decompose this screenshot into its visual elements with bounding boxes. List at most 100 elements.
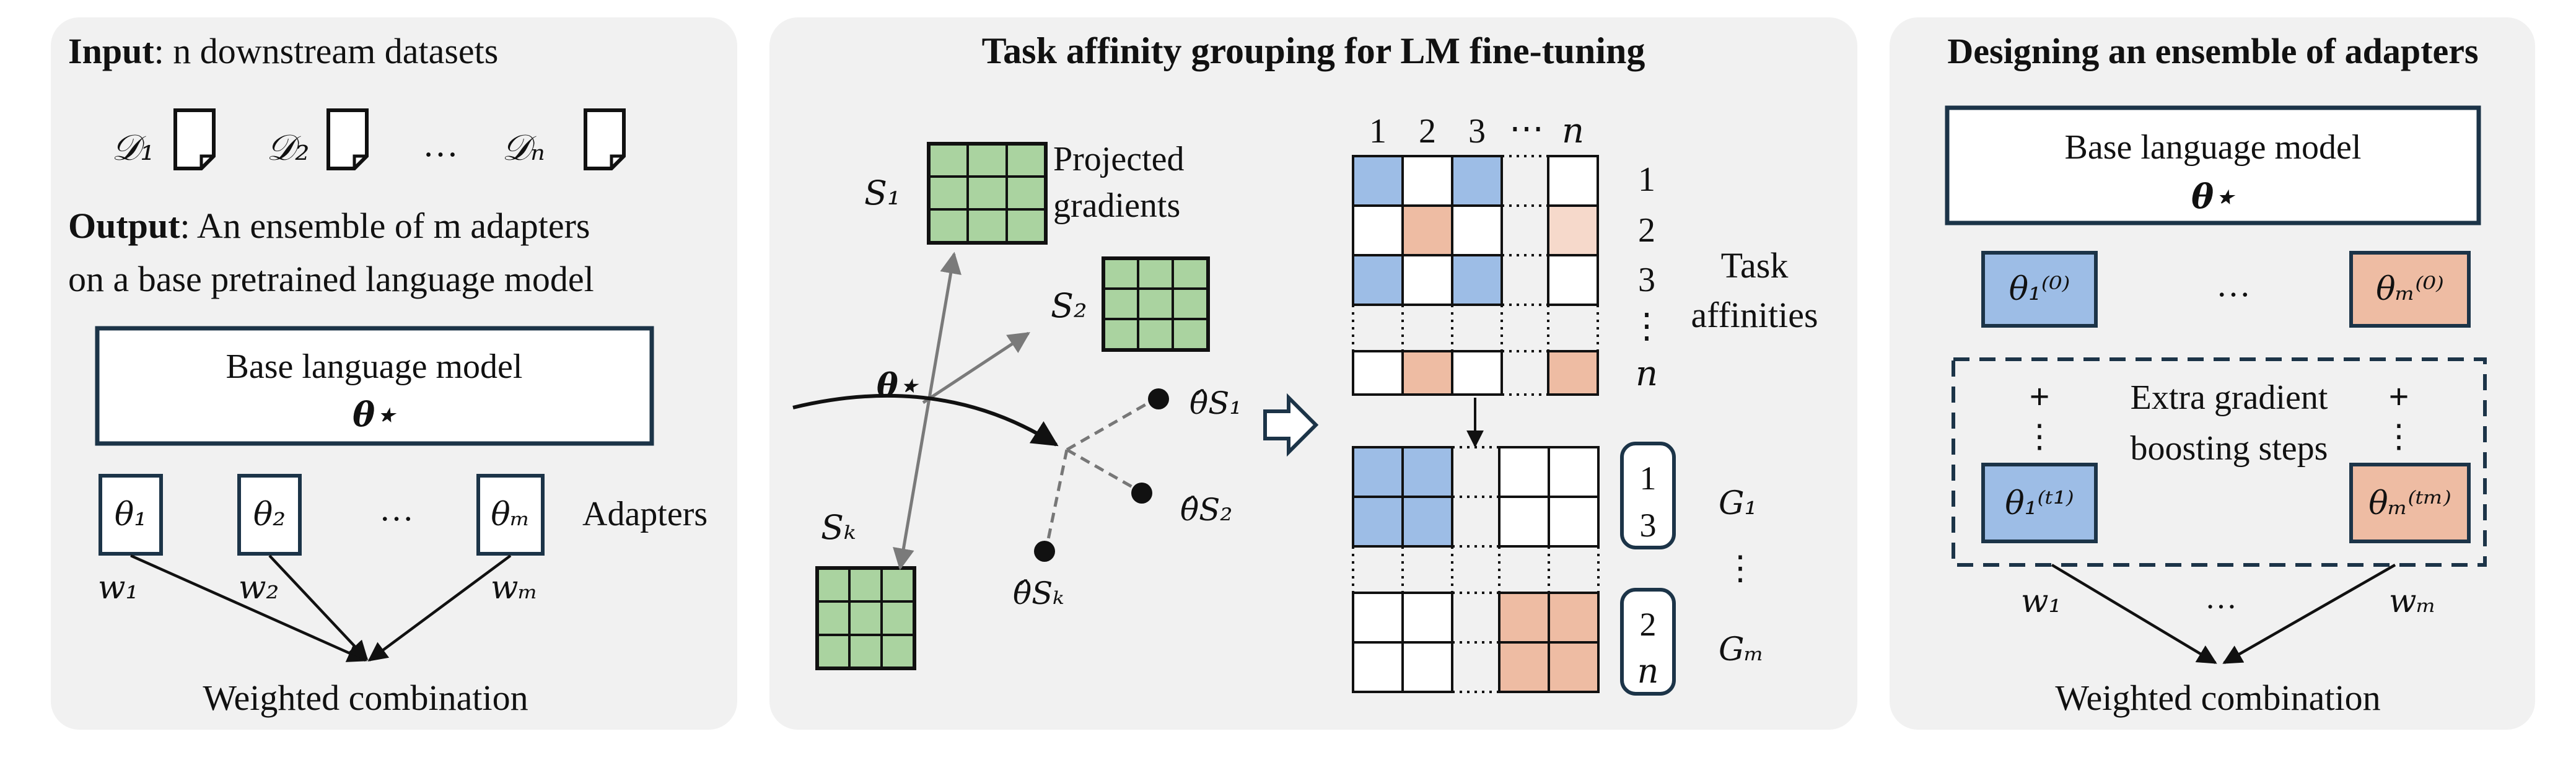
- dataset-label-1: 𝒟₁: [112, 126, 155, 168]
- base-model-symbol: θ⋆: [353, 395, 397, 434]
- next-step-arrow-icon: [1263, 393, 1319, 457]
- group-label-vdots: ⋮: [1724, 549, 1757, 587]
- weight-label-1: w₁: [98, 569, 138, 606]
- theta-star-label: θ⋆: [877, 367, 919, 404]
- row-label: 3: [1638, 261, 1655, 299]
- output-line-1: Output: An ensemble of m adapters: [68, 206, 590, 246]
- weight-label-m: wₘ: [491, 569, 538, 606]
- group-label-1: G₁: [1719, 485, 1757, 522]
- column-label: 2: [1419, 112, 1436, 151]
- dataset-label-2: 𝒟₂: [266, 126, 310, 168]
- document-icon: [326, 108, 369, 170]
- group-1-member: 3: [1640, 507, 1657, 544]
- combination-arrows: [130, 554, 512, 662]
- plus-icon: +: [2388, 377, 2409, 417]
- column-label: 1: [1369, 112, 1387, 151]
- init-adapter-box-m: [2349, 251, 2471, 328]
- weighted-combination-label: Weighted combination: [203, 678, 528, 718]
- adapter-ellipsis: …: [379, 490, 414, 528]
- adapter-box-2: [237, 474, 302, 556]
- init-adapter-box-1: [1981, 251, 2098, 328]
- projected-label-1: Projected: [1053, 140, 1184, 178]
- group-1-members-box: [1620, 442, 1676, 549]
- row-label: 2: [1638, 211, 1655, 250]
- init-adapter-ellipsis: …: [2216, 266, 2251, 304]
- document-icon: [173, 108, 216, 170]
- projected-label-2: gradients: [1053, 186, 1180, 225]
- adapter-label-2: θ₂: [253, 496, 286, 533]
- projected-gradient-grid-1: [927, 142, 1048, 245]
- boosted-adapter-label-m: θₘ⁽ᵗᵐ⁾: [2368, 485, 2451, 522]
- boosting-label-1: Extra gradient: [2131, 378, 2328, 417]
- affinity-column-headers: 1 2 3 ⋯ n: [1369, 110, 1584, 151]
- right-base-model-box: [1945, 105, 2481, 225]
- theta-hat-point-1: [1148, 388, 1169, 409]
- right-weight-label-1: w₁: [2021, 583, 2061, 620]
- dataset-ellipsis: …: [423, 124, 458, 164]
- right-panel-title: Designing an ensemble of adapters: [1947, 31, 2478, 71]
- row-label: n: [1636, 354, 1658, 394]
- optimization-trajectory: [792, 393, 1059, 447]
- group-m-matrix: [1352, 592, 1600, 693]
- group-label-m: Gₘ: [1719, 631, 1764, 668]
- base-model-label: Base language model: [226, 347, 523, 386]
- row-label: ⋮: [1629, 307, 1664, 346]
- affinity-matrix: [1352, 155, 1599, 396]
- projected-gradient-grid-k: [815, 566, 916, 670]
- projected-gradient-grid-2: [1102, 256, 1210, 352]
- weight-label-2: w₂: [239, 569, 279, 606]
- right-base-model-label: Base language model: [2065, 128, 2362, 167]
- group-1-member: 1: [1640, 460, 1657, 497]
- column-label: ⋯: [1509, 110, 1544, 148]
- input-line: Input: n downstream datasets: [68, 31, 498, 71]
- boosting-region: [1952, 357, 2487, 567]
- subspace-axes: [893, 251, 1030, 570]
- dataset-row: 𝒟₁ 𝒟₂ … 𝒟ₙ: [112, 108, 626, 170]
- output-line-2: on a base pretrained language model: [68, 259, 594, 299]
- column-label: 3: [1468, 112, 1486, 151]
- init-adapter-label-1: θ₁⁽⁰⁾: [2009, 271, 2070, 308]
- subspace-label-1: S₁: [864, 173, 901, 212]
- group-m-members-box: [1620, 588, 1676, 696]
- boosted-adapter-box-m: [2349, 463, 2471, 543]
- boosted-adapter-box-1: [1981, 463, 2098, 543]
- dataset-label-n: 𝒟ₙ: [502, 126, 545, 168]
- group-1-matrix: [1352, 446, 1600, 548]
- adapter-label-m: θₘ: [491, 496, 530, 533]
- adapter-box-1: [99, 474, 163, 556]
- theta-hat-label-1: θ̂S₁: [1189, 385, 1242, 421]
- vdots-icon: ⋮: [2023, 419, 2056, 455]
- middle-panel-title: Task affinity grouping for LM fine-tunin…: [982, 30, 1645, 71]
- column-label: n: [1562, 111, 1584, 151]
- right-base-model-symbol: θ⋆: [2191, 177, 2236, 216]
- group-m-member: n: [1637, 652, 1659, 691]
- theta-hat-label-2: θ̂S₂: [1180, 492, 1232, 528]
- plus-icon: +: [2029, 377, 2049, 417]
- subspace-label-k: Sₖ: [821, 508, 856, 547]
- theta-hat-point-k: [1034, 541, 1055, 562]
- task-affinities-label-2: affinities: [1691, 295, 1818, 335]
- group-m-member: 2: [1640, 606, 1657, 643]
- adapter-box-m: [476, 474, 545, 556]
- right-weight-ellipsis: …: [2205, 580, 2237, 616]
- theta-hat-label-k: θ̂Sₖ: [1013, 575, 1064, 611]
- adapter-label-1: θ₁: [115, 496, 147, 533]
- boosting-label-2: boosting steps: [2131, 429, 2328, 468]
- right-combination-arrows: [2051, 564, 2396, 664]
- theta-hat-point-2: [1131, 483, 1152, 504]
- boosted-adapter-label-1: θ₁⁽ᵗ¹⁾: [2005, 485, 2074, 522]
- subspace-label-2: S₂: [1051, 286, 1087, 325]
- vdots-icon: ⋮: [2383, 419, 2415, 455]
- init-adapter-label-m: θₘ⁽⁰⁾: [2376, 271, 2444, 308]
- document-icon: [584, 108, 626, 170]
- group-separator: [1352, 546, 1600, 593]
- projection-dashes: [1044, 400, 1152, 552]
- right-weight-label-m: wₘ: [2389, 583, 2436, 620]
- task-affinities-label-1: Task: [1721, 245, 1789, 286]
- affinity-row-labels: 1 2 3 ⋮ n: [1629, 160, 1664, 394]
- row-label: 1: [1638, 160, 1655, 199]
- adapter-row: θ₁ θ₂ … θₘ Adapters: [99, 474, 708, 556]
- adapters-label: Adapters: [582, 495, 708, 533]
- base-model-box: [95, 326, 654, 446]
